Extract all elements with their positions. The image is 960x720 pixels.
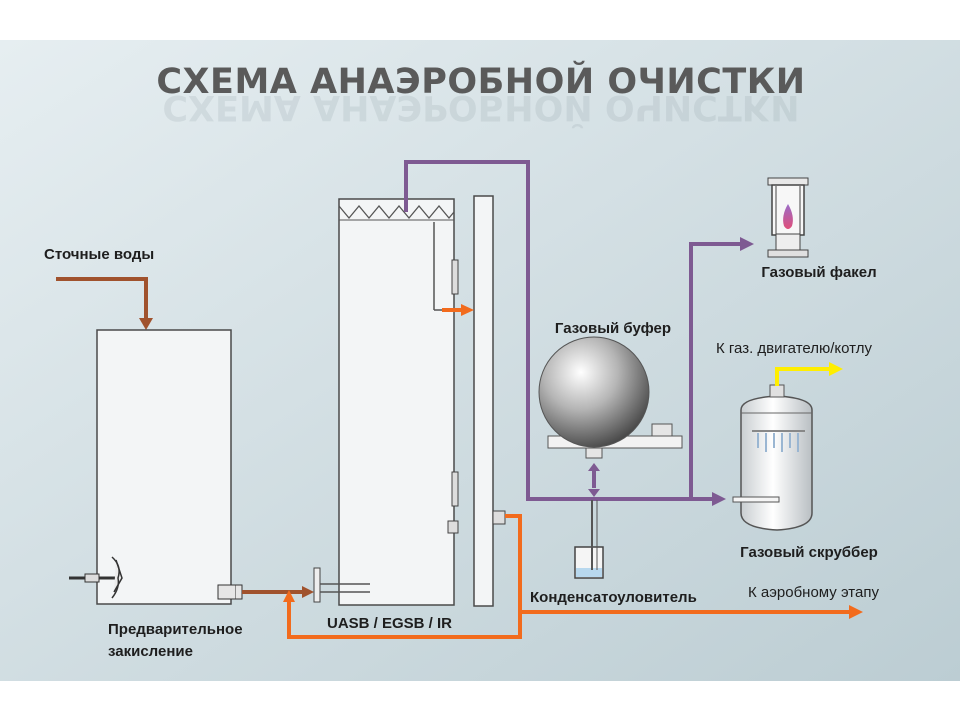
label-condensate-trap: Конденсатоуловитель [530,589,697,606]
label-gas-buffer: Газовый буфер [555,320,671,337]
preacidification-tank [69,329,243,605]
outlet-nozzle [217,584,243,600]
inlet-distributor [313,567,370,603]
arrow-icon [588,489,600,497]
arrow-icon [461,304,474,316]
gas-scrubber [732,384,813,531]
uasb-reactor [313,198,459,606]
label-to-aerobic: К аэробному этапу [748,584,879,601]
arrow-icon [849,605,863,619]
mixer-icon [69,556,123,599]
arrow-icon [139,318,153,330]
feed-pipe [242,586,314,598]
effluent-loop-pipe [283,514,863,639]
label-preacidification-2: закисление [108,643,193,660]
flame-icon [783,204,793,229]
slide-title-reflection: СХЕМА АНАЭРОБНОЙ ОЧИСТКИ [162,87,799,129]
label-reactor: UASB / EGSB / IR [327,615,452,632]
arrow-icon [302,586,314,598]
arrow-icon [740,237,754,251]
label-wastewater: Сточные воды [44,246,154,263]
reactor-overflow-pipe [442,304,474,316]
slide-title: СХЕМА АНАЭРОБНОЙ ОЧИСТКИ [156,60,805,102]
condensate-trap [574,500,604,579]
biogas-pipe [404,160,754,506]
gas-flare [767,177,809,258]
clean-gas-pipe [775,362,843,386]
recirculation-column [473,195,494,607]
arrow-icon [588,463,600,471]
arrow-icon [283,590,295,602]
wastewater-inlet-pipe [56,277,153,330]
label-gas-flare: Газовый факел [761,264,876,281]
gas-buffer [538,336,683,459]
arrow-icon [712,492,726,506]
label-gas-scrubber: Газовый скруббер [740,544,878,561]
arrow-icon [829,362,843,376]
label-to-engine: К газ. двигателю/котлу [716,340,872,357]
column-outlet-nozzle [492,510,506,525]
label-preacidification-1: Предварительное [108,621,243,638]
